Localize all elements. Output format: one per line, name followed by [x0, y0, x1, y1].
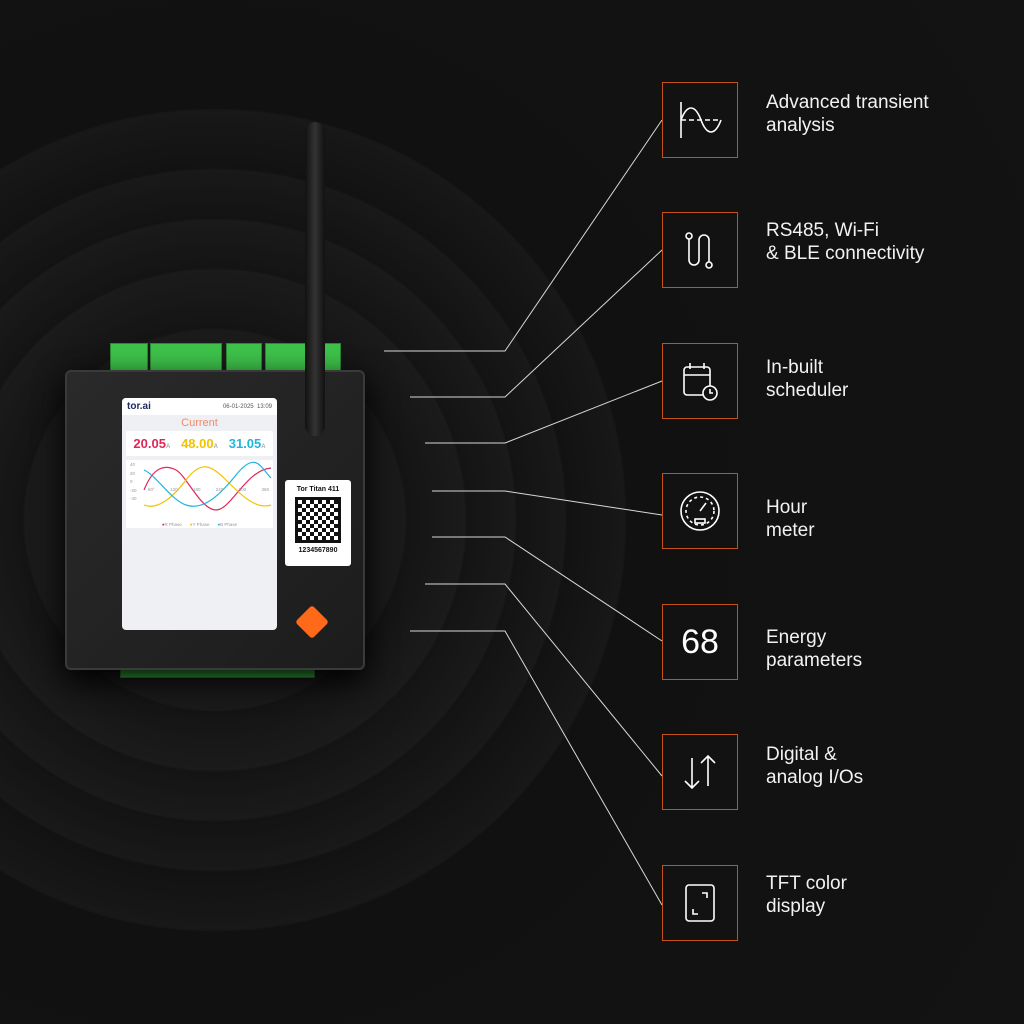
qr-code [295, 497, 341, 543]
display-frame-icon [685, 884, 715, 922]
screen-title: Current [181, 417, 218, 429]
legend-r: ●R Phase [161, 522, 182, 527]
arrows-up-down-icon [684, 754, 716, 790]
x-tick: 180 [192, 487, 201, 492]
y-tick: 20 [130, 470, 136, 476]
feature-icon-box [662, 82, 738, 158]
terminal-block [150, 343, 222, 373]
feature-icon-box [662, 212, 738, 288]
screen-time: 13:09 [256, 403, 272, 410]
y-tick: 40 [130, 462, 136, 467]
device-tag: Tor Titan 411 1234567890 [285, 480, 351, 566]
x-tick: 60° [148, 487, 155, 492]
readings-card: 20.05A 48.00A 31.05A [126, 431, 273, 456]
device-screen: tor.ai 06-01-2025 13:09 Current 20.05A 4… [122, 398, 277, 630]
legend-y: ●Y Phase [189, 522, 210, 527]
model-name: Tor Titan 411 [296, 486, 340, 493]
feature-label: RS485, Wi-Fi& BLE connectivity [766, 220, 925, 264]
feature-icon-box [662, 734, 738, 810]
feature-icon-box: 68 [662, 604, 738, 680]
x-tick: 240 [215, 487, 224, 492]
reading-b: 31.05A [228, 436, 266, 451]
terminal-block [265, 343, 341, 373]
y-tick: -20 [130, 487, 137, 493]
screen-date: 06-01-2025 [222, 403, 254, 410]
feature-icon-box [662, 473, 738, 549]
connectivity-path-icon [685, 232, 713, 269]
calendar-clock-icon [683, 363, 718, 401]
serial-number: 1234567890 [298, 547, 338, 554]
reading-r: 20.05A [133, 436, 171, 451]
feature-icon-box [662, 343, 738, 419]
energy-parameter-count: 68 [681, 622, 719, 661]
x-tick: 360 [261, 487, 269, 492]
feature-icon-box [662, 865, 738, 941]
waveform-icon [680, 102, 722, 138]
terminal-block [226, 343, 262, 373]
feature-label: Digital &analog I/Os [766, 744, 864, 788]
y-tick: -40 [130, 496, 137, 501]
reading-y: 48.00A [181, 436, 218, 451]
y-tick: 0 [130, 479, 133, 484]
x-tick: 120 [170, 487, 178, 492]
x-tick: 300 [238, 487, 247, 492]
antenna [305, 122, 325, 436]
gauge-icon [680, 491, 720, 531]
brand-logo: tor.ai [127, 401, 151, 412]
legend-b: ●B Phase [217, 522, 238, 527]
terminal-block [110, 343, 148, 373]
